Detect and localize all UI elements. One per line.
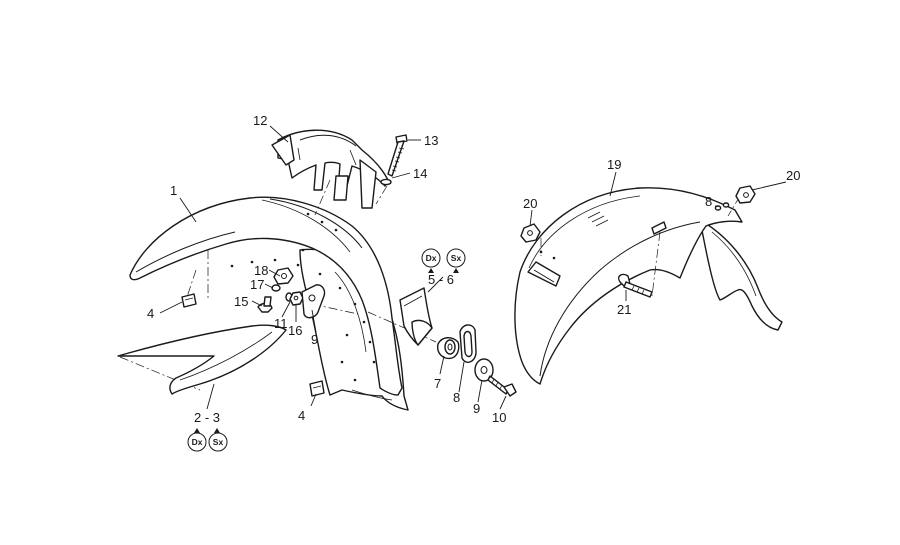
front-fender-assembly <box>117 129 517 411</box>
badge-right-2 <box>187 432 207 452</box>
callout-4-upper: 4 <box>147 306 154 321</box>
nut-16 <box>289 291 304 306</box>
front-fender-shell <box>129 196 403 396</box>
nut-20-right <box>735 185 756 204</box>
badge-left-label-3: Sx <box>213 437 224 447</box>
fork-bracket <box>271 129 389 209</box>
washer-14 <box>380 178 392 186</box>
callout-16: 16 <box>288 323 302 338</box>
callout-1: 1 <box>170 183 177 198</box>
link-8 <box>459 324 477 363</box>
badge-left-label-6: Sx <box>451 253 462 263</box>
callout-20-left: 20 <box>523 196 537 211</box>
callout-10: 10 <box>492 410 506 425</box>
callout-12: 12 <box>253 113 267 128</box>
callout-15: 15 <box>234 294 248 309</box>
bolt-10 <box>487 375 517 397</box>
callout-8-rear: 8 <box>705 194 712 209</box>
nut-20-left <box>520 223 541 243</box>
callout-20-right: 20 <box>786 168 800 183</box>
clip-4-lower <box>309 380 325 397</box>
badge-left-6 <box>446 248 466 268</box>
washer-9-rear <box>474 358 494 382</box>
reflector-bracket-5-6 <box>399 287 433 346</box>
leader-lines <box>159 125 787 410</box>
screw-15 <box>257 296 273 313</box>
callout-21: 21 <box>617 302 631 317</box>
callout-18: 18 <box>254 263 268 278</box>
front-fender-mounting-holes <box>230 212 376 382</box>
callout-5-6: 5 - 6 <box>428 272 454 287</box>
callout-2-3: 2 - 3 <box>194 410 220 425</box>
callout-8-front: 8 <box>453 390 460 405</box>
badge-left-3 <box>208 432 228 452</box>
washer-17 <box>271 284 281 292</box>
bolt-21 <box>618 273 653 298</box>
rear-fender-assembly <box>514 185 783 385</box>
bolt-13 <box>387 134 408 177</box>
callout-17: 17 <box>250 277 264 292</box>
badge-right-5 <box>421 248 441 268</box>
callout-19: 19 <box>607 157 621 172</box>
front-fender-extension <box>117 324 287 395</box>
rear-fender-handle <box>527 261 561 287</box>
plate-9-front <box>301 284 326 319</box>
rear-fender-shell <box>514 187 743 385</box>
badge-right-label-2: Dx <box>192 437 203 447</box>
side-badges-2-3: Dx Sx <box>187 428 228 452</box>
callout-7: 7 <box>434 376 441 391</box>
callout-labels: 1 12 13 14 4 15 18 17 11 16 9 5 - 6 7 8 … <box>147 113 800 425</box>
side-badges-5-6: Dx Sx <box>421 248 466 273</box>
callout-9-rear: 9 <box>473 401 480 416</box>
callout-11: 11 <box>274 316 288 331</box>
badge-right-label-5: Dx <box>426 253 437 263</box>
callout-9-front: 9 <box>311 332 318 347</box>
grommet-7 <box>437 337 460 360</box>
rear-fender-inner-skirt <box>699 219 783 331</box>
washer-8-a <box>714 205 722 211</box>
callout-13: 13 <box>424 133 438 148</box>
clip-4-upper <box>181 293 197 308</box>
callout-14: 14 <box>413 166 427 181</box>
washer-8-b <box>722 202 730 208</box>
nut-18 <box>273 267 294 285</box>
callout-4-lower: 4 <box>298 408 305 423</box>
